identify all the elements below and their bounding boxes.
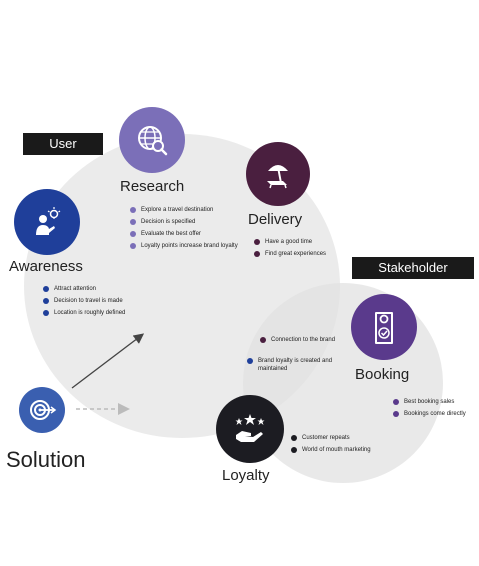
loyalty-node xyxy=(216,395,284,463)
list-item: Connection to the brand xyxy=(260,336,370,344)
list-item: Best booking sales xyxy=(393,398,477,406)
list-item: Customer repeats xyxy=(291,434,411,442)
list-item: Explore a travel destination xyxy=(130,206,240,214)
research-bullets: Explore a travel destination Decision is… xyxy=(130,206,240,254)
overlap-brand-loyalty: Brand loyalty is created and maintained xyxy=(247,357,347,377)
list-item: Have a good time xyxy=(254,238,364,246)
solution-title: Solution xyxy=(6,447,86,472)
awareness-bullets: Attract attention Decision to travel is … xyxy=(43,285,163,321)
research-node xyxy=(119,107,185,173)
list-item: Evaluate the best offer xyxy=(130,230,240,238)
beach-umbrella-icon xyxy=(267,165,288,189)
list-item: Loyalty points increase brand loyalty xyxy=(130,242,240,250)
solution-node xyxy=(19,387,65,433)
person-idea-icon xyxy=(36,207,61,235)
list-item: Bookings come directly xyxy=(393,410,477,418)
stakeholder-tag: Stakeholder xyxy=(352,257,474,279)
booking-node xyxy=(351,294,417,360)
list-item: Decision is specified xyxy=(130,218,240,226)
list-item: Attract attention xyxy=(43,285,163,293)
solution-arrow xyxy=(71,333,145,389)
loyalty-title: Loyalty xyxy=(222,467,270,484)
awareness-node xyxy=(14,189,80,255)
target-icon xyxy=(30,400,57,420)
booking-title: Booking xyxy=(355,366,410,383)
door-hanger-icon xyxy=(375,312,393,344)
list-item: Brand loyalty is created and maintained xyxy=(247,357,347,373)
loyalty-bullets: Customer repeats World of mouth marketin… xyxy=(291,434,411,458)
delivery-bullets: Have a good time Find great experiences xyxy=(254,238,364,262)
list-item: Location is roughly defined xyxy=(43,309,163,317)
overlap-connection: Connection to the brand xyxy=(260,336,370,348)
list-item: World of mouth marketing xyxy=(291,446,411,454)
list-item: Find great experiences xyxy=(254,250,364,258)
delivery-title: Delivery xyxy=(248,211,303,228)
delivery-node xyxy=(246,142,310,206)
user-tag: User xyxy=(23,133,103,155)
research-title: Research xyxy=(120,178,185,195)
list-item: Decision to travel is made xyxy=(43,297,163,305)
awareness-title: Awareness xyxy=(9,258,83,275)
stars-hand-icon xyxy=(235,414,265,442)
globe-search-icon xyxy=(138,126,168,156)
booking-bullets: Best booking sales Bookings come directl… xyxy=(393,398,477,422)
